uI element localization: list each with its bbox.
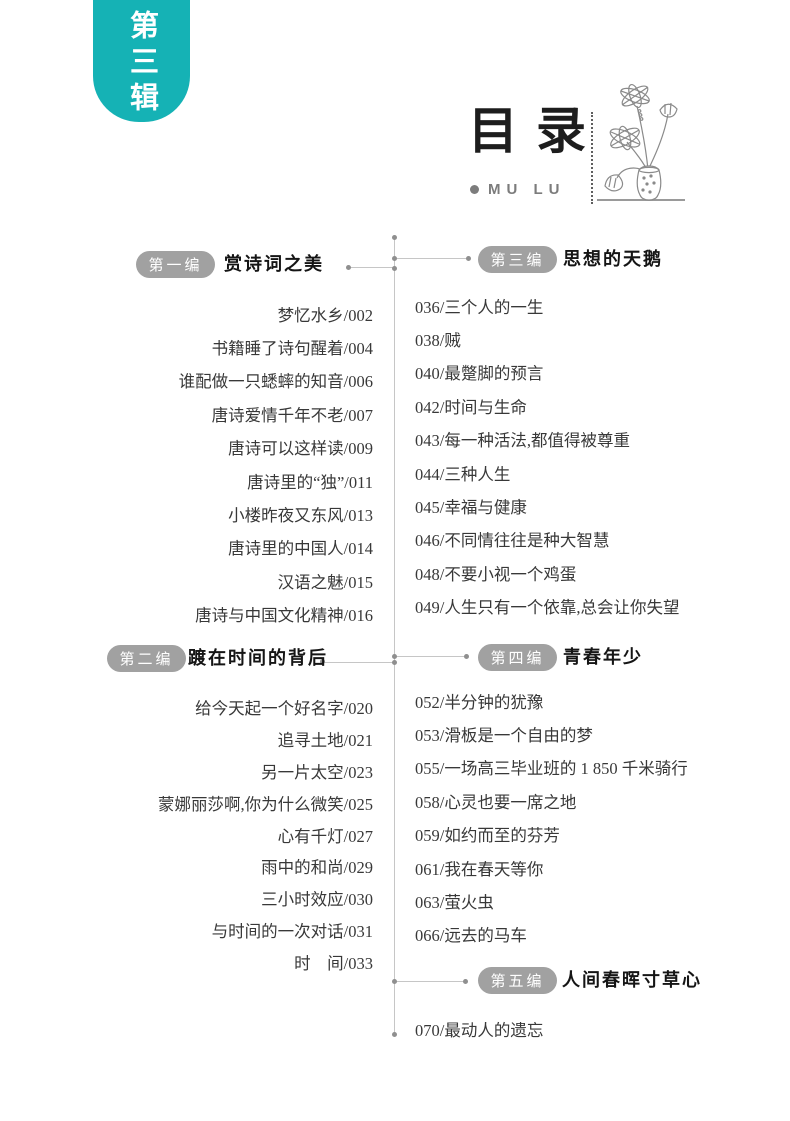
toc-item: 蒙娜丽莎啊,你为什么微笑/025 (158, 794, 373, 814)
toc-item: 070/最动人的遗忘 (415, 1020, 544, 1040)
connector-line (349, 266, 394, 268)
series-tab: 第三辑 (93, 0, 190, 122)
connector-dot (392, 265, 397, 271)
section-title-part2: 踱在时间的背后 (188, 648, 328, 668)
toc-item: 心有千灯/027 (277, 826, 373, 846)
toc-item: 045/幸福与健康 (415, 498, 527, 518)
toc-item: 唐诗里的“独”/011 (247, 472, 373, 492)
toc-item: 049/人生只有一个依靠,总会让你失望 (415, 598, 680, 618)
toc-item: 时 间/033 (294, 954, 373, 974)
toc-item: 另一片太空/023 (261, 762, 373, 782)
connector-dot (319, 659, 325, 664)
toc-item: 小楼昨夜又东风/013 (228, 506, 373, 526)
connector-dot (392, 659, 397, 665)
page-title: 目录 (468, 103, 604, 159)
connector-dot (392, 1031, 397, 1037)
connector-dot (462, 978, 468, 984)
toc-item: 048/不要小视一个鸡蛋 (415, 564, 577, 584)
section-badge-part2: 第二编 (107, 645, 186, 672)
connector-dot (463, 653, 469, 659)
toc-item: 追寻土地/021 (277, 730, 373, 750)
connector-dot (392, 978, 397, 984)
toc-item: 三小时效应/030 (261, 890, 373, 910)
page-subtitle-row: MU LU (470, 181, 566, 198)
connector-dot (465, 255, 471, 261)
toc-item: 唐诗可以这样读/009 (228, 439, 373, 459)
toc-item: 038/贼 (415, 331, 461, 351)
connector-line (395, 257, 467, 259)
page-subtitle: MU LU (488, 181, 566, 198)
section-item-list-part3: 036/三个人的一生 038/贼 040/最蹩脚的预言 042/时间与生命 043/每一… (415, 289, 679, 623)
toc-item: 汉语之魅/015 (277, 572, 373, 592)
section-title-part1: 赏诗词之美 (224, 254, 324, 274)
connector-spine (394, 237, 395, 1034)
section-item-list-part1: 梦忆水乡/002 书籍睡了诗句醒着/004 谁配做一只蟋蟀的知音/006 唐诗爱情千年… (179, 297, 373, 631)
connector-line (323, 661, 394, 663)
toc-item: 059/如约而至的芬芳 (415, 826, 560, 846)
section-item-list-part4: 052/半分钟的犹豫 053/滑板是一个自由的梦 055/一场高三毕业班的 1 85… (415, 684, 688, 951)
toc-item: 书籍睡了诗句醒着/004 (211, 339, 373, 359)
connector-dot (345, 264, 351, 270)
toc-item: 雨中的和尚/029 (261, 858, 373, 878)
dotted-divider (591, 112, 593, 204)
toc-item: 043/每一种活法,都值得被尊重 (415, 431, 630, 451)
section-item-list-part2: 给今天起一个好名字/020 追寻土地/021 另一片太空/023 蒙娜丽莎啊,你为什么… (158, 691, 373, 978)
toc-item: 唐诗里的中国人/014 (228, 539, 373, 559)
toc-item: 036/三个人的一生 (415, 297, 544, 317)
toc-item: 谁配做一只蟋蟀的知音/006 (178, 372, 373, 392)
toc-item: 053/滑板是一个自由的梦 (415, 726, 593, 746)
section-badge-part4: 第四编 (478, 644, 557, 671)
toc-item: 058/心灵也要一席之地 (415, 792, 577, 812)
toc-item: 055/一场高三毕业班的 1 850 千米骑行 (415, 759, 688, 779)
connector-line (395, 980, 464, 982)
toc-item: 066/远去的马车 (415, 926, 527, 946)
toc-item: 044/三种人生 (415, 464, 511, 484)
toc-item: 040/最蹩脚的预言 (415, 364, 544, 384)
toc-item: 052/半分钟的犹豫 (415, 692, 544, 712)
toc-item: 唐诗与中国文化精神/016 (195, 606, 373, 626)
section-title-part5: 人间春晖寸草心 (562, 970, 702, 990)
section-badge-part1: 第一编 (136, 251, 215, 278)
toc-item: 061/我在春天等你 (415, 859, 544, 879)
series-tab-label: 第三辑 (125, 10, 158, 118)
connector-dot (392, 255, 397, 261)
section-title-part3: 思想的天鹅 (563, 249, 663, 269)
section-badge-part5: 第五编 (478, 967, 557, 994)
toc-item: 042/时间与生命 (415, 397, 527, 417)
bullet-dot-icon (470, 185, 479, 194)
section-item-list-part5: 070/最动人的遗忘 (415, 1012, 543, 1045)
section-title-part4: 青春年少 (563, 647, 643, 667)
connector-dot (392, 235, 397, 240)
flower-illustration (597, 83, 685, 201)
toc-item: 与时间的一次对话/031 (211, 922, 373, 942)
connector-line (395, 655, 465, 657)
toc-item: 给今天起一个好名字/020 (195, 698, 373, 718)
toc-item: 唐诗爱情千年不老/007 (211, 405, 373, 425)
toc-item: 046/不同情往往是种大智慧 (415, 531, 610, 551)
connector-dot (392, 653, 397, 659)
toc-item: 梦忆水乡/002 (277, 305, 373, 325)
section-badge-part3: 第三编 (478, 246, 557, 273)
toc-item: 063/萤火虫 (415, 893, 494, 913)
